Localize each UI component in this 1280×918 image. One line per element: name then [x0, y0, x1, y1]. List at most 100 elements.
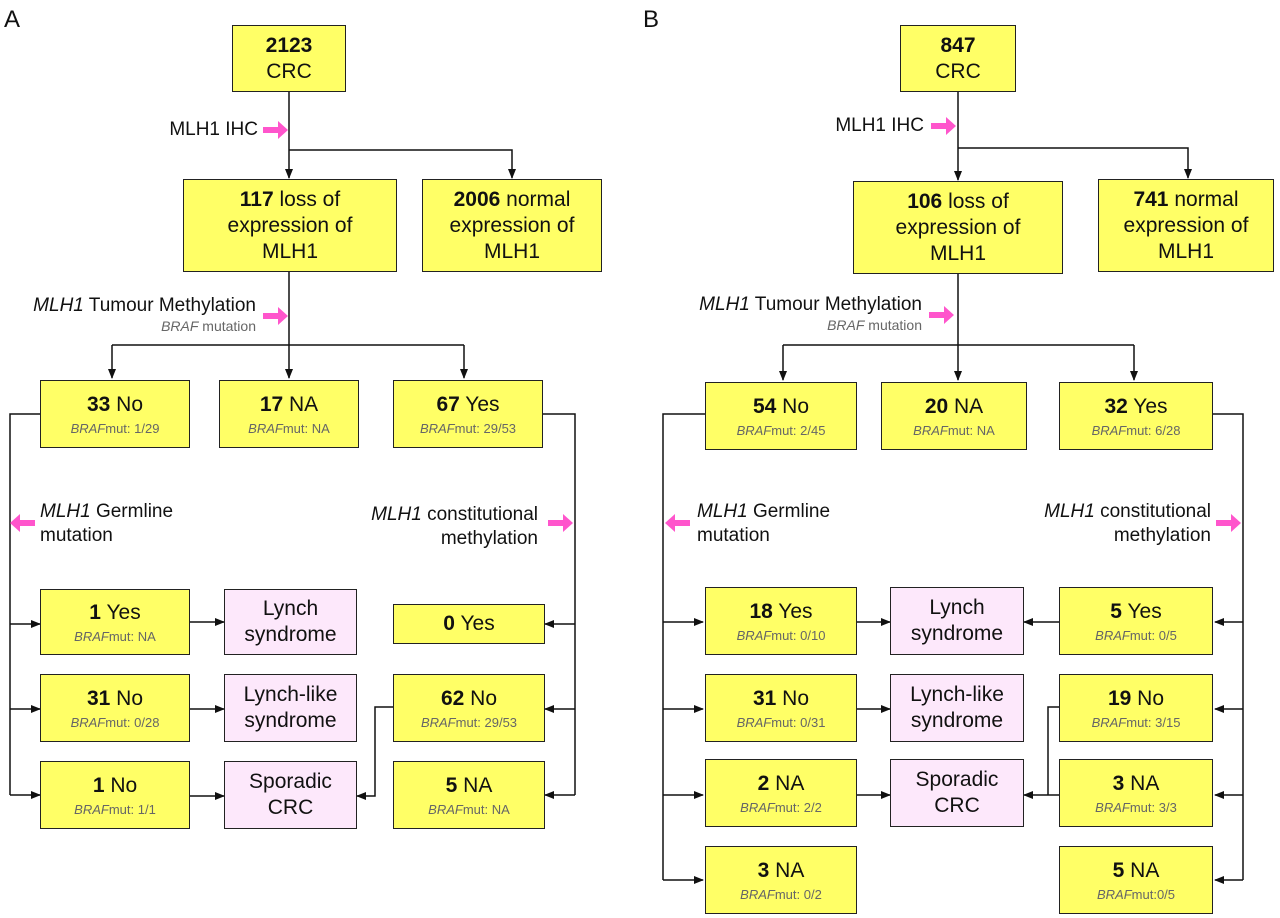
count: 847: [940, 33, 976, 57]
braf: BRAF: [1091, 422, 1127, 438]
text: MLH1: [1157, 239, 1215, 263]
gene: MLH1: [699, 294, 750, 315]
text: No: [110, 686, 144, 710]
mut: mut: 0/2: [774, 886, 822, 902]
panel-b-loss-expression-box: 106 loss of expression of MLH1: [853, 181, 1063, 274]
panel-a-constitutional-na-box: 5 NA BRAFmut: NA: [393, 761, 545, 829]
panel-a-lynch-syndrome-box: Lynch syndrome: [224, 589, 357, 655]
text: mutation: [697, 525, 770, 546]
mut: mut: 2/45: [771, 422, 826, 438]
panel-b-methylation-no-box: 54 No BRAFmut: 2/45: [705, 382, 857, 450]
sub-gene: BRAF: [161, 318, 199, 334]
count: 5: [1110, 599, 1122, 623]
count: 32: [1104, 394, 1128, 418]
panel-b-lynch-syndrome-box: Lynch syndrome: [890, 587, 1024, 655]
mut: mut: 3/3: [1129, 799, 1177, 815]
mut: mut: 3/15: [1126, 714, 1181, 730]
text: NA: [769, 858, 805, 882]
mut: mut: NA: [108, 628, 156, 644]
panel-a-mlh1-ihc-label: MLH1 IHC: [169, 119, 258, 140]
sub-text: mutation: [864, 317, 922, 333]
mut: mut: 1/29: [105, 420, 160, 436]
count: 54: [752, 394, 777, 418]
braf: BRAF: [428, 801, 463, 817]
count: 5: [1112, 858, 1125, 882]
braf: BRAF: [740, 886, 775, 902]
text: expression of: [1123, 213, 1249, 237]
text: Lynch: [929, 596, 985, 619]
panel-b-germline-na-box: 2 NA BRAFmut: 2/2: [705, 759, 857, 827]
panel-a-sporadic-crc-box: Sporadic CRC: [224, 761, 357, 829]
count: 3: [1112, 771, 1125, 795]
panel-b-letter: B: [643, 6, 660, 33]
text: Yes: [772, 599, 813, 623]
count: 2006: [453, 187, 501, 211]
panel-b-germline-label: MLH1 Germline mutation: [697, 500, 830, 548]
count: 67: [436, 392, 460, 416]
text: No: [1131, 686, 1165, 710]
text: Yes: [1121, 599, 1162, 623]
braf: BRAF: [736, 627, 772, 643]
count: 106: [907, 189, 943, 213]
mut: mut: 29/53: [455, 714, 518, 730]
count: 62: [440, 686, 465, 710]
braf: BRAF: [1095, 627, 1130, 643]
sub-text: mutation: [198, 318, 256, 334]
text: NA: [1124, 771, 1160, 795]
braf: BRAF: [913, 422, 948, 438]
text: constitutional: [1094, 501, 1211, 522]
count: 117: [239, 187, 274, 211]
braf: BRAF: [736, 422, 772, 438]
gene: MLH1: [33, 295, 84, 316]
panel-b-methylation-na-box: 20 NA BRAFmut: NA: [881, 382, 1027, 450]
panel-a-loss-expression-box: 117 loss of expression of MLH1: [183, 179, 397, 272]
text: Yes: [459, 392, 500, 416]
count: 2: [757, 771, 770, 795]
mut: mut:0/5: [1131, 886, 1176, 902]
text: No: [776, 394, 810, 418]
braf: BRAF: [1096, 886, 1132, 902]
panel-a-total-crc-box: 2123 CRC: [232, 25, 346, 92]
text: Germline: [747, 501, 831, 522]
count: 31: [86, 686, 111, 710]
braf: BRAF: [70, 420, 106, 436]
panel-b-mlh1-ihc-label: MLH1 IHC: [835, 115, 924, 136]
panel-a-lynch-like-box: Lynch-like syndrome: [224, 674, 357, 742]
panel-b-constitutional-label: MLH1 constitutional methylation: [1044, 500, 1211, 548]
text: Tumour Methylation: [749, 294, 922, 315]
count: 0: [443, 612, 455, 635]
panel-a-constitutional-no-box: 62 No BRAFmut: 29/53: [393, 674, 545, 742]
text: MLH1: [929, 241, 987, 265]
text: MLH1: [483, 239, 541, 263]
panel-a-tumour-methylation-label: MLH1 Tumour Methylation BRAF mutation: [33, 294, 256, 334]
text: syndrome: [244, 623, 337, 646]
panel-b-sporadic-crc-box: Sporadic CRC: [890, 759, 1024, 827]
text: CRC: [934, 794, 980, 817]
panel-a-constitutional-label: MLH1 constitutional methylation: [371, 503, 538, 551]
text: expression of: [227, 213, 353, 237]
panel-a-letter: A: [4, 6, 21, 33]
braf: BRAF: [736, 714, 772, 730]
panel-a-methylation-no-box: 33 No BRAFmut: 1/29: [40, 380, 190, 448]
text: normal: [1168, 187, 1239, 211]
text: No: [110, 392, 144, 416]
text: Yes: [454, 612, 495, 635]
text: No: [776, 686, 810, 710]
sub-gene: BRAF: [827, 317, 865, 333]
braf: BRAF: [419, 420, 455, 436]
step-arrows: [10, 117, 1241, 532]
text: syndrome: [910, 622, 1004, 645]
text: Lynch: [262, 597, 319, 620]
panel-b-germline-na-2-box: 3 NA BRAFmut: 0/2: [705, 846, 857, 914]
panel-a-germline-no-sporadic-box: 1 No BRAFmut: 1/1: [40, 761, 190, 829]
mut: mut: NA: [462, 801, 510, 817]
panel-a-constitutional-yes-box: 0 Yes: [393, 604, 545, 644]
text: Yes: [100, 600, 141, 624]
text: syndrome: [244, 709, 337, 732]
text: Lynch-like: [910, 683, 1004, 706]
braf: BRAF: [74, 801, 109, 817]
gene: MLH1: [1044, 501, 1095, 522]
mut: mut: 0/28: [105, 714, 160, 730]
text: CRC: [267, 796, 314, 819]
